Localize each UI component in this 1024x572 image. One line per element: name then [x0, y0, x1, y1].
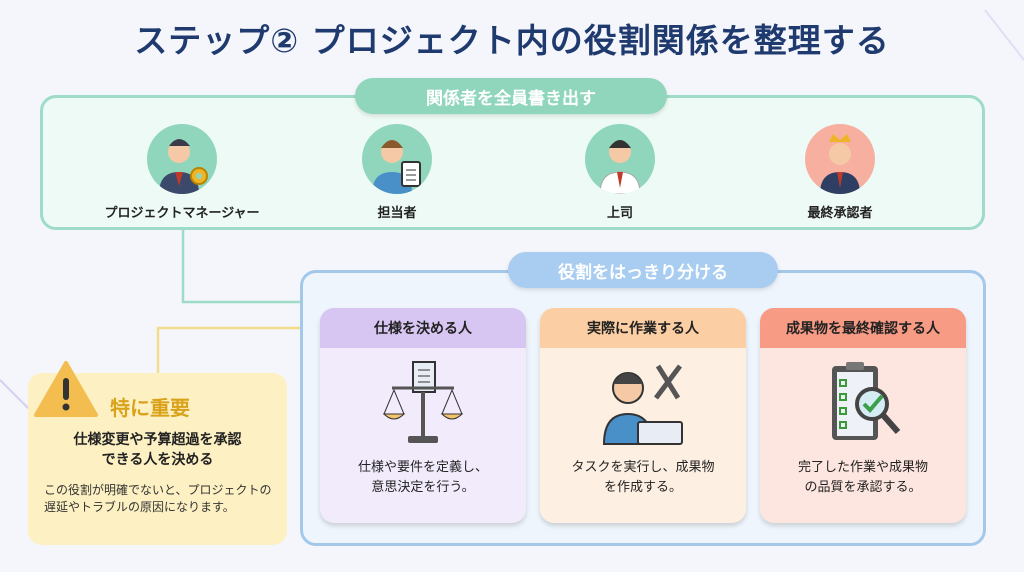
- role-card-title: 成果物を最終確認する人: [760, 308, 966, 348]
- person-label: 上司: [606, 206, 633, 221]
- person-label: プロジェクトマネージャー: [104, 206, 260, 221]
- manager-gear-icon: [147, 124, 217, 194]
- scale-document-icon: [320, 348, 526, 458]
- boss-icon: [585, 124, 655, 194]
- person-approver: 最終承認者: [740, 124, 940, 221]
- important-main-line: 仕様変更や予算超過を承認: [73, 432, 242, 448]
- person-label: 担当者: [377, 206, 417, 221]
- person-label: 最終承認者: [807, 206, 873, 221]
- role-card-title: 仕様を決める人: [320, 308, 526, 348]
- role-card-approver: 成果物を最終確認する人 完了した作業や成果物の品質を承認する。: [760, 308, 966, 523]
- approver-crown-icon: [805, 124, 875, 194]
- important-main-line: できる人を決める: [101, 452, 214, 468]
- role-desc: タスクを実行し、成果物: [571, 460, 715, 475]
- role-desc: 仕様や要件を定義し、: [357, 460, 488, 475]
- person-pm: プロジェクトマネージャー: [82, 124, 282, 221]
- roles-label: 役割をはっきり分ける: [508, 252, 778, 288]
- staff-clipboard-icon: [362, 124, 432, 194]
- stakeholders-label: 関係者を全員書き出す: [355, 78, 667, 114]
- person-staff: 担当者: [297, 124, 497, 221]
- warning-icon: [34, 361, 98, 417]
- worker-tools-icon: [540, 348, 746, 458]
- role-desc: の品質を承認する。: [804, 480, 922, 495]
- important-title: 特に重要: [110, 396, 190, 420]
- person-boss: 上司: [520, 124, 720, 221]
- page-title: ステップ② プロジェクト内の役割関係を整理する: [134, 21, 890, 60]
- role-desc: 完了した作業や成果物: [797, 460, 928, 475]
- role-card-spec: 仕様を決める人 仕様や要件を定義し、意思決定を行う。: [320, 308, 526, 523]
- role-desc: 意思決定を行う。: [371, 480, 475, 495]
- checklist-magnifier-icon: [760, 348, 966, 458]
- role-card-title: 実際に作業する人: [540, 308, 746, 348]
- role-card-worker: 実際に作業する人 タスクを実行し、成果物を作成する。: [540, 308, 746, 523]
- role-desc: を作成する。: [603, 480, 682, 495]
- important-sub: この役割が明確でないと、プロジェクトの遅延やトラブルの原因になります。: [44, 483, 272, 514]
- important-main: 仕様変更や予算超過を承認 できる人を決める: [28, 430, 287, 470]
